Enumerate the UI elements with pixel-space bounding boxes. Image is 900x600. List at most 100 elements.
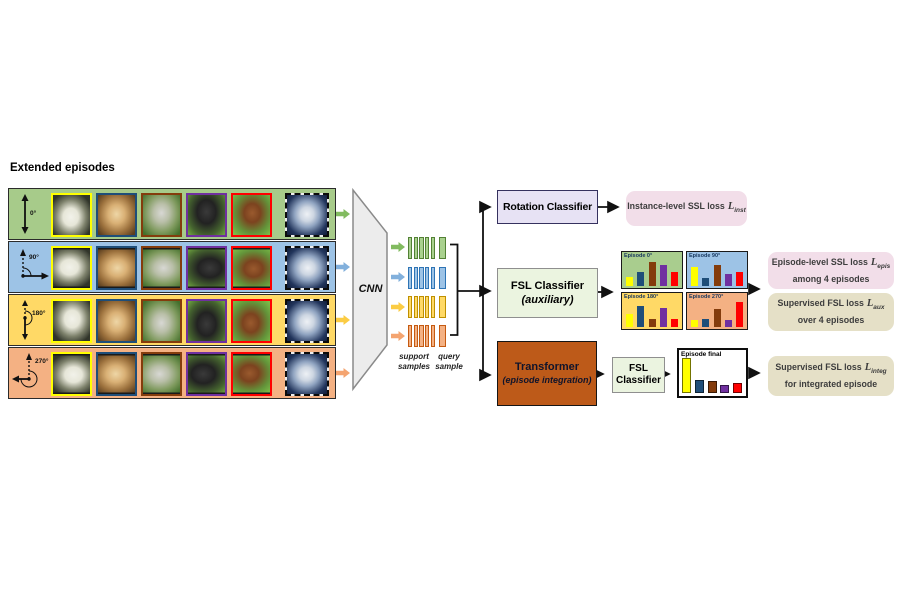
support-image bbox=[96, 298, 137, 343]
flow-arrow bbox=[391, 272, 405, 282]
chart-bar bbox=[648, 262, 656, 286]
query-feature-0 bbox=[439, 237, 446, 259]
feature-bar bbox=[430, 237, 435, 259]
episode-charts-grid: Episode 0° Episode 90° Episode 180° Epis… bbox=[621, 251, 748, 330]
photo bbox=[287, 300, 327, 341]
chart-bar bbox=[648, 319, 656, 327]
photo bbox=[188, 300, 225, 341]
feature-bar bbox=[425, 237, 430, 259]
feature-bar bbox=[430, 267, 435, 289]
support-features-90 bbox=[408, 267, 435, 289]
feature-bar bbox=[419, 267, 424, 289]
chart-bar bbox=[682, 357, 691, 393]
chart-bar bbox=[736, 272, 743, 286]
feature-bar bbox=[408, 296, 413, 318]
support-features-270 bbox=[408, 325, 435, 347]
photo bbox=[143, 300, 180, 341]
rotation-270-icon: 270° bbox=[12, 351, 52, 395]
photo bbox=[233, 355, 270, 392]
chart-bar bbox=[671, 319, 678, 327]
query-image bbox=[285, 245, 329, 290]
support-image bbox=[186, 192, 227, 237]
support-features-0 bbox=[408, 237, 435, 259]
chart-bar bbox=[626, 314, 633, 327]
chart-bar bbox=[713, 309, 721, 327]
support-image bbox=[231, 245, 272, 290]
query-image bbox=[285, 351, 329, 396]
feature-bar bbox=[430, 325, 435, 347]
support-image bbox=[96, 245, 137, 290]
cnn-label: CNN bbox=[358, 283, 383, 295]
support-image bbox=[186, 351, 227, 396]
chart-bar bbox=[707, 381, 717, 393]
support-image bbox=[51, 351, 92, 396]
feature-bar bbox=[413, 296, 418, 318]
photo bbox=[188, 355, 225, 392]
flow-arrow bbox=[336, 209, 350, 219]
query-feature-90 bbox=[439, 267, 446, 289]
flow-arrow bbox=[391, 242, 405, 252]
query-image bbox=[285, 298, 329, 343]
query-feature-270 bbox=[439, 325, 446, 347]
query-feature-180 bbox=[439, 296, 446, 318]
angle-label: 0° bbox=[30, 210, 37, 217]
flow-arrow bbox=[336, 315, 350, 325]
photo bbox=[287, 353, 327, 394]
episode-row-0: 0° bbox=[8, 188, 336, 240]
episode-180-chart: Episode 180° bbox=[621, 292, 683, 330]
feature-bar bbox=[413, 267, 418, 289]
angle-label: 90° bbox=[29, 254, 39, 261]
photo bbox=[188, 249, 225, 286]
flow-arrow bbox=[336, 262, 350, 272]
feature-bar bbox=[430, 296, 435, 318]
support-image bbox=[141, 245, 182, 290]
rotation-0-icon: 0° bbox=[12, 192, 52, 236]
chart-bar bbox=[671, 271, 678, 286]
support-image bbox=[141, 298, 182, 343]
fsl-classifier-small-box: FSL Classifier bbox=[612, 357, 665, 393]
page-title: Extended episodes bbox=[10, 162, 115, 174]
support-features-180 bbox=[408, 296, 435, 318]
episode-final-chart: Episode final bbox=[677, 348, 748, 398]
photo bbox=[233, 300, 270, 341]
chart-bar bbox=[736, 302, 743, 327]
feature-bar bbox=[413, 237, 418, 259]
photo bbox=[98, 194, 135, 235]
angle-label: 270° bbox=[35, 358, 49, 365]
rotation-180-icon: 180° bbox=[12, 298, 52, 342]
photo bbox=[53, 194, 90, 235]
photo bbox=[143, 355, 180, 392]
episode-90-chart: Episode 90° bbox=[686, 251, 748, 289]
photo bbox=[98, 355, 135, 392]
episode-row-180: 180° bbox=[8, 294, 336, 346]
support-image bbox=[96, 351, 137, 396]
support-image bbox=[231, 351, 272, 396]
chart-bar bbox=[702, 319, 710, 327]
feature-bar bbox=[425, 296, 430, 318]
flow-arrow bbox=[336, 368, 350, 378]
feature-bar bbox=[425, 325, 430, 347]
fsl-classifier-aux-box: FSL Classifier (auxiliary) bbox=[497, 268, 598, 318]
chart-bar bbox=[637, 271, 645, 286]
chart-bar bbox=[637, 306, 645, 327]
photo bbox=[98, 300, 135, 341]
feature-bar bbox=[408, 237, 413, 259]
chart-bar bbox=[659, 265, 667, 286]
feature-bar bbox=[425, 267, 430, 289]
photo bbox=[233, 249, 270, 286]
photo bbox=[287, 247, 327, 288]
feature-bar bbox=[408, 267, 413, 289]
chart-bar bbox=[694, 380, 704, 393]
feature-bar bbox=[408, 325, 413, 347]
support-image bbox=[231, 298, 272, 343]
chart-bar bbox=[724, 273, 732, 286]
flow-arrow bbox=[391, 302, 405, 312]
support-image bbox=[51, 192, 92, 237]
feature-bar bbox=[419, 237, 424, 259]
